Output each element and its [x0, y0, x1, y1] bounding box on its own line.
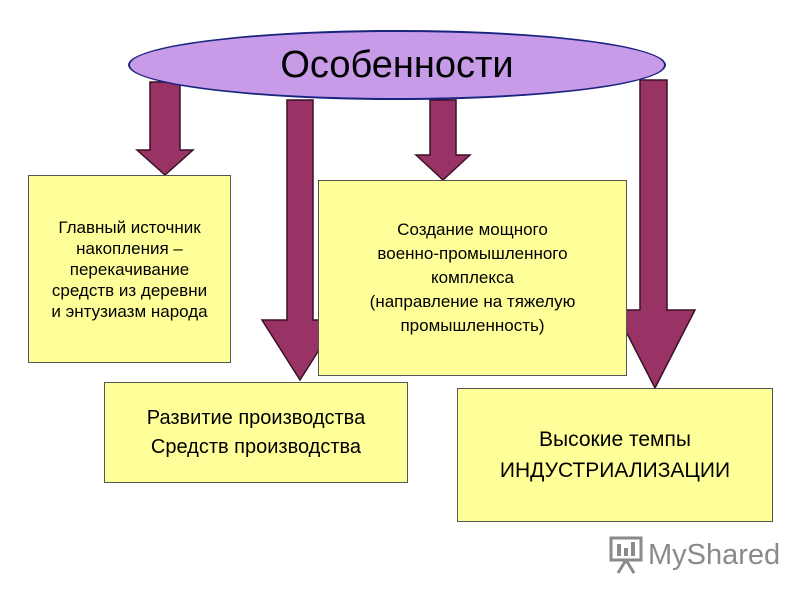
title-oval: Особенности — [128, 30, 666, 100]
box-industrialization-pace-text: Высокие темпы ИНДУСТРИАЛИЗАЦИИ — [499, 428, 731, 482]
diagram-title: Особенности — [280, 43, 514, 86]
arrow-to-military — [414, 99, 472, 182]
box-means-of-production: Развитие производства Средств производст… — [104, 382, 408, 483]
box-means-of-production-text: Развитие производства Средств производст… — [146, 406, 366, 458]
box-military-complex: Создание мощного военно-промышленного ко… — [318, 180, 627, 376]
arrow-to-pace — [613, 79, 697, 390]
box-main-source: Главный источник накопления – перекачива… — [28, 175, 231, 363]
watermark: MyShared — [608, 534, 780, 576]
presentation-icon — [609, 536, 643, 574]
box-industrialization-pace: Высокие темпы ИНДУСТРИАЛИЗАЦИИ — [457, 388, 773, 522]
arrow-to-source — [135, 81, 195, 177]
watermark-text: MyShared — [648, 538, 781, 571]
box-main-source-text: Главный источник накопления – перекачива… — [51, 217, 208, 321]
box-military-complex-text: Создание мощного военно-промышленного ко… — [369, 220, 576, 335]
